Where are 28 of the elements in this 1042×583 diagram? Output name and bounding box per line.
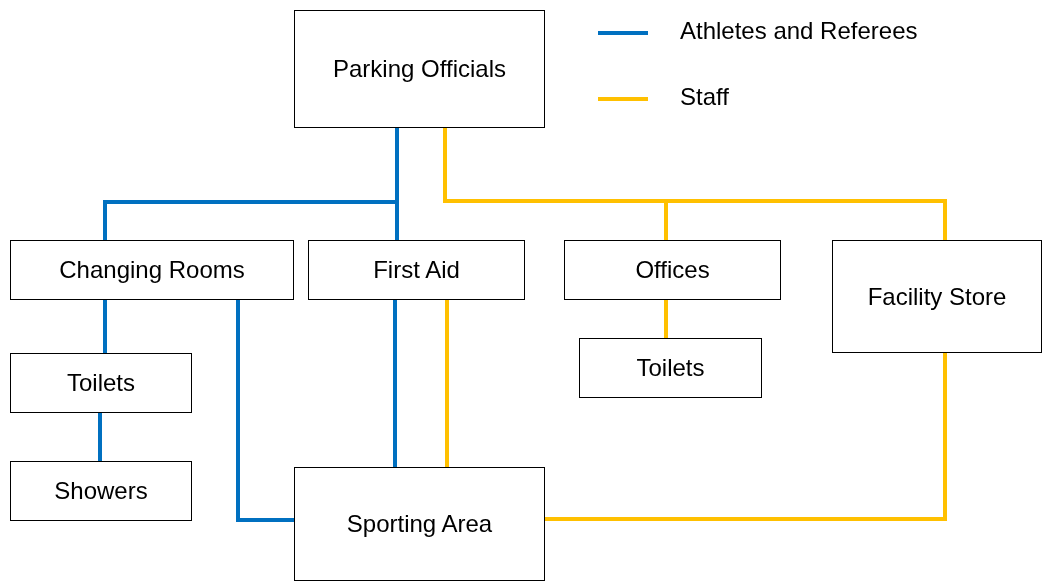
connector-line bbox=[98, 413, 102, 461]
location-name: First Aid bbox=[373, 256, 460, 284]
location-name: Parking Officials bbox=[333, 54, 506, 84]
location-name: Sporting Area bbox=[346, 509, 493, 539]
legend-label: Athletes and Referees bbox=[680, 17, 918, 45]
location-box bbox=[10, 353, 192, 413]
location-box bbox=[294, 467, 545, 581]
location-box bbox=[832, 240, 1042, 353]
location-name: Changing Rooms bbox=[59, 256, 245, 284]
location-name: Showers bbox=[54, 477, 148, 505]
legend-label: Staff bbox=[680, 83, 729, 111]
connector-line bbox=[103, 300, 107, 353]
connector-line bbox=[545, 353, 947, 521]
location-name: Toilets bbox=[67, 369, 135, 397]
connector-line bbox=[445, 300, 449, 467]
location-name: Facility Store bbox=[867, 281, 1007, 312]
connector-line bbox=[664, 300, 668, 338]
location-box bbox=[564, 240, 781, 300]
connector-line bbox=[393, 300, 397, 467]
connector-line bbox=[395, 128, 399, 240]
location-box bbox=[308, 240, 525, 300]
location-box bbox=[294, 10, 545, 128]
location-name: Toilets bbox=[636, 354, 705, 382]
location-name: Offices bbox=[635, 256, 710, 284]
location-box bbox=[10, 461, 192, 521]
location-box bbox=[579, 338, 762, 398]
connector-line bbox=[236, 300, 294, 522]
location-box bbox=[10, 240, 294, 300]
